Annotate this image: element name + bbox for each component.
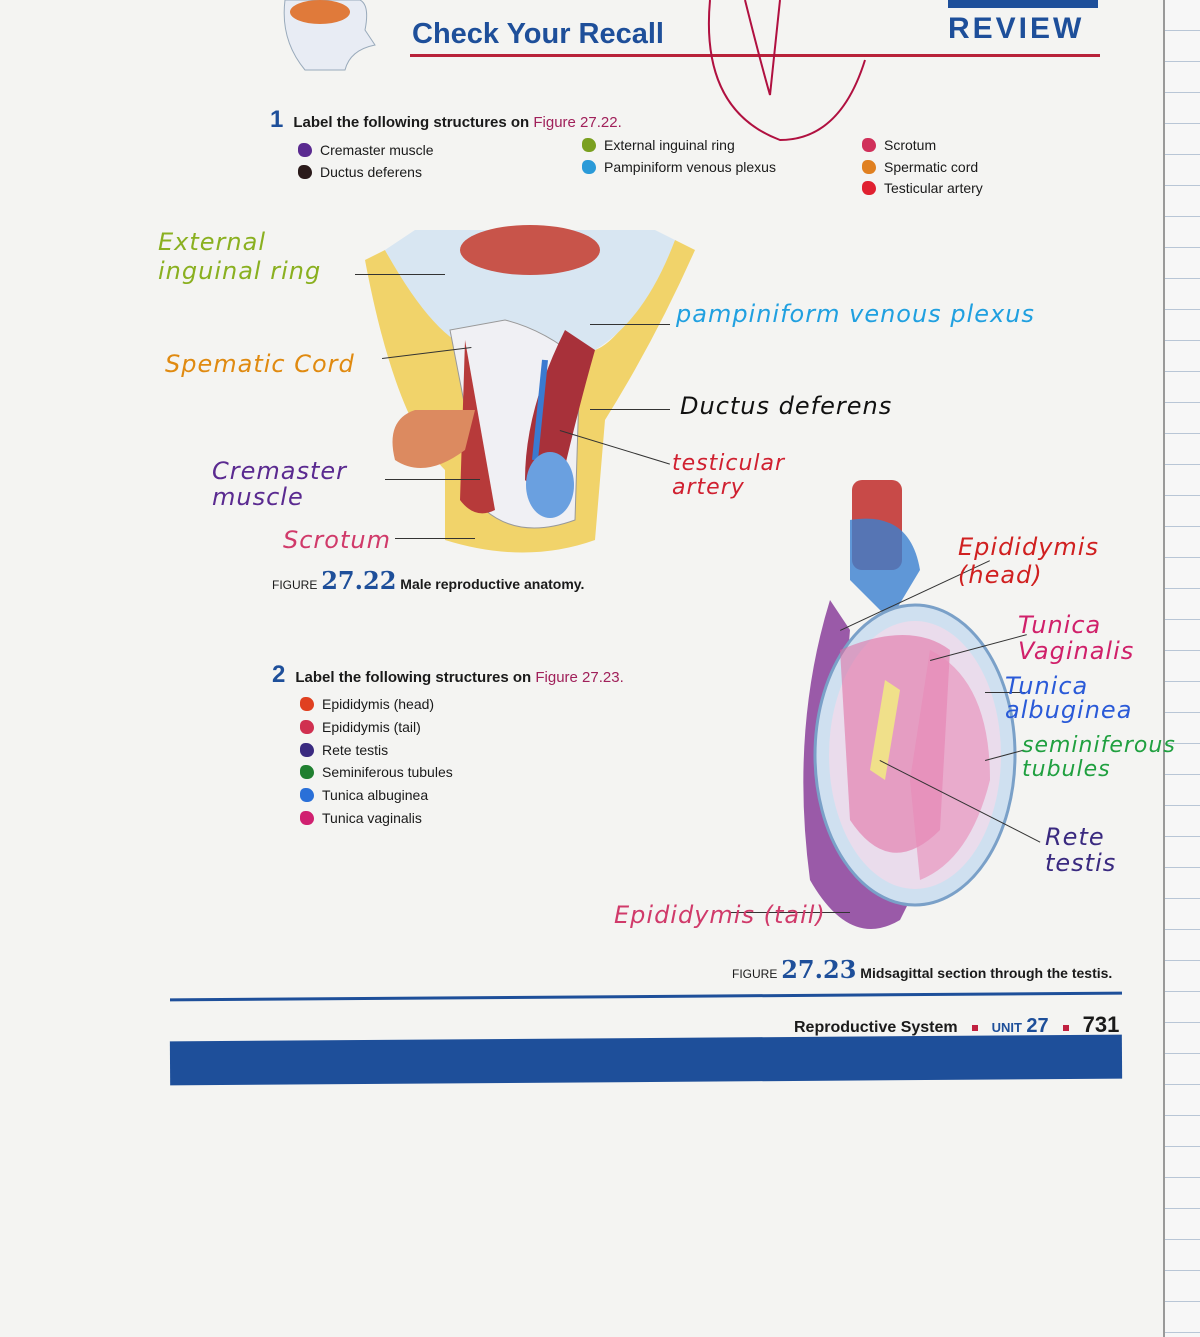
figure-link[interactable]: Figure 27.23. <box>535 669 624 686</box>
legend-item: Pampiniform venous plexus <box>582 159 776 175</box>
footer-rule <box>170 991 1122 1002</box>
leader-line <box>985 692 1025 693</box>
chapter-name: Reproductive System <box>794 1019 958 1036</box>
question-text: Label the following structures on <box>295 669 536 686</box>
testis-section-illustration <box>803 480 1017 929</box>
question-text: Label the following structures on <box>293 114 534 131</box>
annotation-seminiferous-tubules: seminiferous tubules <box>1022 733 1176 783</box>
legend-item: Rete testis <box>300 742 388 758</box>
marker-icon <box>862 181 876 195</box>
marker-icon <box>300 811 314 825</box>
annotation-tunica-albuginea: Tunica albuginea <box>1005 672 1133 724</box>
page-edge <box>1163 0 1165 1337</box>
footer-band <box>169 1034 1123 1086</box>
title-rule <box>410 54 1100 57</box>
leader-line <box>355 274 445 275</box>
marker-icon <box>300 788 314 802</box>
review-bar <box>948 0 1098 8</box>
marker-icon <box>300 697 314 711</box>
marker-icon <box>862 138 876 152</box>
marker-icon <box>300 720 314 734</box>
legend-item: Testicular artery <box>862 180 983 196</box>
legend-item: Ductus deferens <box>298 164 422 180</box>
section-title: Check Your Recall <box>412 18 664 50</box>
head-icon <box>283 0 376 71</box>
page-number: 731 <box>1082 1012 1120 1037</box>
figure-link[interactable]: Figure 27.22. <box>533 114 622 131</box>
male-anatomy-illustration <box>365 225 695 553</box>
leader-line <box>730 912 850 913</box>
figure-caption-27-22: FIGURE 27.22 Male reproductive anatomy. <box>272 566 585 595</box>
legend-item: Cremaster muscle <box>298 142 434 158</box>
leader-line <box>590 409 670 410</box>
annotation-cremaster-muscle: Cremaster muscle <box>212 457 348 512</box>
annotation-epididymis-tail: Epididymis (tail) <box>614 901 826 929</box>
annotation-epididymis-head: Epididymis (head) <box>958 533 1099 589</box>
leader-line <box>395 538 475 539</box>
legend-item: Tunica albuginea <box>300 787 428 803</box>
legend-item: Scrotum <box>862 137 936 153</box>
annotation-tunica-vaginalis: Tunica Vaginalis <box>1018 611 1135 666</box>
marker-icon <box>298 165 312 179</box>
question-2: 2 Label the following structures on Figu… <box>272 661 624 689</box>
review-heading: REVIEW <box>948 12 1085 45</box>
annotation-external-inguinal-ring: External inguinal ring <box>158 228 322 285</box>
figure-caption-27-23: FIGURE 27.23 Midsagittal section through… <box>732 955 1113 984</box>
legend-item: External inguinal ring <box>582 137 735 153</box>
leader-line <box>385 479 480 480</box>
question-number: 2 <box>272 661 286 688</box>
legend-item: Epididymis (tail) <box>300 719 421 735</box>
leader-line <box>590 324 670 325</box>
annotation-ductus-deferens: Ductus deferens <box>680 392 893 420</box>
legend-item: Tunica vaginalis <box>300 810 422 826</box>
handwritten-scribble <box>707 0 866 142</box>
marker-icon <box>300 765 314 779</box>
marker-icon <box>582 138 596 152</box>
annotation-pampiniform: pampiniform venous plexus <box>676 300 1035 328</box>
annotation-testicular-artery: testicular artery <box>672 451 786 501</box>
question-number: 1 <box>270 106 284 133</box>
question-1: 1 Label the following structures on Figu… <box>270 106 622 134</box>
annotation-rete-testis: Rete testis <box>1045 823 1117 878</box>
annotation-spermatic-cord: Spematic Cord <box>165 350 355 378</box>
legend-item: Epididymis (head) <box>300 696 434 712</box>
marker-icon <box>582 160 596 174</box>
legend-item: Seminiferous tubules <box>300 764 453 780</box>
annotation-scrotum: Scrotum <box>283 526 391 554</box>
notebook-paper-edge <box>1165 0 1200 1337</box>
legend-item: Spermatic cord <box>862 159 978 175</box>
marker-icon <box>300 743 314 757</box>
marker-icon <box>862 160 876 174</box>
marker-icon <box>298 143 312 157</box>
